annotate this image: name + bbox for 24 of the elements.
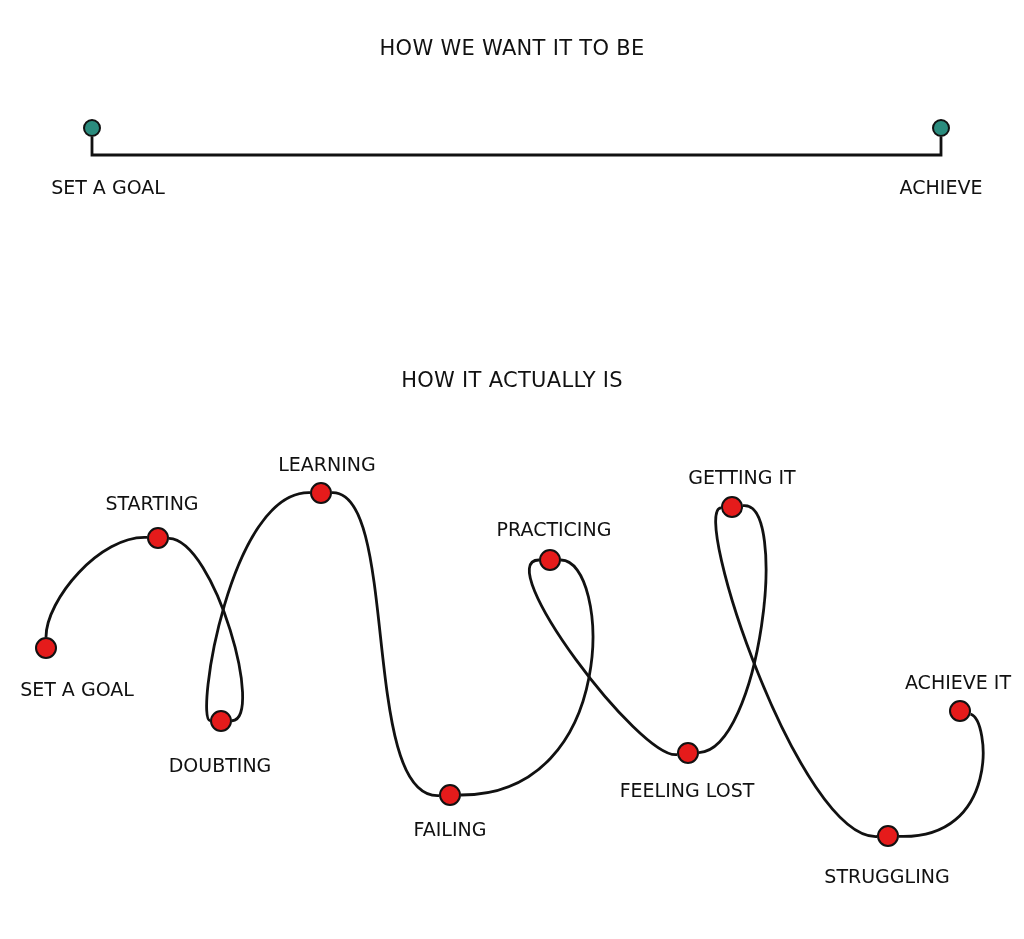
milestone-label: FAILING [413,818,487,840]
milestone-label: FEELING LOST [619,779,755,801]
connector-line [44,536,148,638]
connector-line [698,504,768,754]
milestone-label: STARTING [105,492,199,514]
milestone-label: ACHIEVE [899,176,983,198]
milestone-label: STRUGGLING [824,865,950,887]
milestone-label: ACHIEVE IT [904,671,1012,693]
section-heading: HOW WE WANT IT TO BE [379,36,645,60]
connector-line [90,137,943,157]
milestone-label: LEARNING [278,453,376,475]
connector-line [528,558,678,756]
milestone-label: DOUBTING [168,754,272,776]
connector-line [460,558,594,797]
section-heading: HOW IT ACTUALLY IS [401,368,623,392]
connector-line [331,491,440,797]
connector-line [714,506,878,838]
connector-line [205,491,311,722]
milestone-label: PRACTICING [496,518,612,540]
milestone-label: SET A GOAL [51,176,165,198]
connector-line [898,713,985,838]
milestone-label: GETTING IT [688,466,796,488]
milestone-label: SET A GOAL [20,678,134,700]
connector-line [168,537,244,722]
